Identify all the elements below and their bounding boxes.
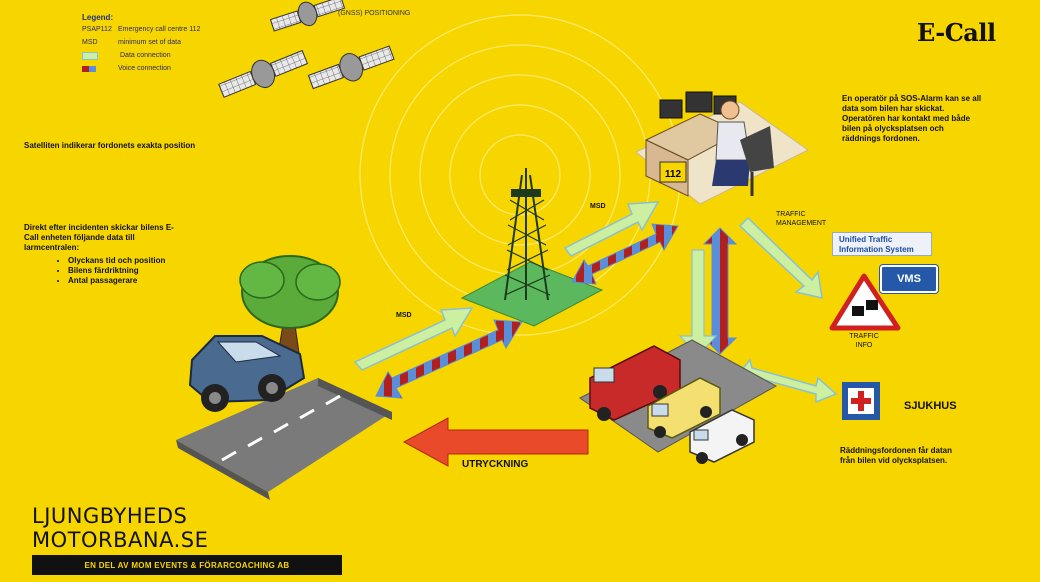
voice-arrow-operator-rescue — [702, 227, 738, 355]
brand-logo: LJUNGBYHEDS MOTORBANA.SE EN DEL AV MOM E… — [32, 504, 342, 575]
legend-key: MSD — [82, 39, 98, 46]
police-car-icon — [689, 409, 755, 464]
utryckning-label: UTRYCKNING — [462, 459, 529, 470]
legend: Legend: PSAP112 Emergency call centre 11… — [82, 13, 200, 75]
msd-label-lower: MSD — [396, 312, 412, 319]
data-arrow-operator-to-rescue — [678, 249, 718, 357]
voice-arrow-car-tower — [375, 319, 523, 399]
hospital-icon — [842, 382, 880, 420]
satellite-icon — [269, 0, 346, 32]
fire-truck-icon — [589, 345, 681, 421]
operator-text: En operatör på SOS-Alarm kan se all data… — [842, 94, 982, 143]
msd-label-upper: MSD — [590, 203, 606, 210]
legend-row: Data connection — [82, 49, 200, 62]
voice-arrow-tower-operator — [571, 223, 679, 285]
satellite-icon — [307, 45, 395, 90]
ambulance-icon — [647, 377, 721, 439]
traffic-warning-sign-icon — [829, 273, 901, 331]
crashed-car-icon — [188, 335, 306, 412]
incident-bullets: Olyckans tid och position Bilens färdrik… — [24, 256, 184, 286]
legend-row: MSD minimum set of data — [82, 36, 200, 49]
utms-label: Unified Traffic Information System — [832, 232, 932, 256]
operator-person-icon — [712, 100, 774, 196]
satellite-icon — [218, 49, 309, 98]
utryckning-arrow — [402, 417, 589, 467]
tree-icon — [239, 255, 341, 361]
brand-name: LJUNGBYHEDS MOTORBANA.SE — [32, 504, 209, 552]
rescue-text: Räddningsfordonen får datan från bilen v… — [840, 446, 952, 465]
hospital-label: SJUKHUS — [904, 400, 957, 412]
legend-row: PSAP112 Emergency call centre 112 — [82, 23, 200, 36]
legend-text: Emergency call centre 112 — [118, 26, 201, 33]
data-connection-swatch — [82, 51, 98, 60]
desk-112-label: 112 — [665, 169, 682, 180]
brand-tagline: EN DEL AV MOM EVENTS & FÖRARCOACHING AB — [32, 555, 342, 575]
legend-text: Data connection — [120, 52, 171, 59]
legend-text: minimum set of data — [118, 39, 182, 46]
traffic-info-label: TRAFFIC INFO — [849, 333, 879, 349]
operator-desk-icon — [644, 91, 742, 197]
page-title: E-Call — [917, 18, 996, 47]
vms-sign: VMS — [880, 265, 938, 293]
legend-key: PSAP112 — [82, 26, 112, 33]
incident-text: Direkt efter incidenten skickar bilens E… — [24, 223, 174, 252]
gnss-label: (GNSS) POSITIONING — [338, 10, 411, 17]
incident-bullet: Antal passagerare — [68, 276, 184, 286]
data-arrow-tower-to-operator — [563, 201, 660, 257]
road-markings — [221, 394, 341, 462]
tower-platform — [460, 261, 604, 327]
incident-bullet: Olyckans tid och position — [68, 256, 184, 266]
data-arrow-car-to-tower — [353, 307, 474, 371]
voice-connection-swatch — [82, 65, 96, 72]
incident-bullet: Bilens färdriktning — [68, 266, 184, 276]
legend-title: Legend: — [82, 13, 114, 22]
legend-text: Voice connection — [118, 65, 171, 72]
legend-row: Voice connection — [82, 62, 200, 75]
road — [176, 378, 392, 492]
incident-block: Direkt efter incidenten skickar bilens E… — [24, 223, 184, 286]
data-arrow-operator-to-traffic — [738, 216, 823, 299]
traffic-management-label: TRAFFIC MANAGEMENT — [776, 211, 827, 227]
radio-tower-icon — [504, 168, 551, 301]
satellite-text: Satelliten indikerar fordonets exakta po… — [24, 141, 196, 150]
